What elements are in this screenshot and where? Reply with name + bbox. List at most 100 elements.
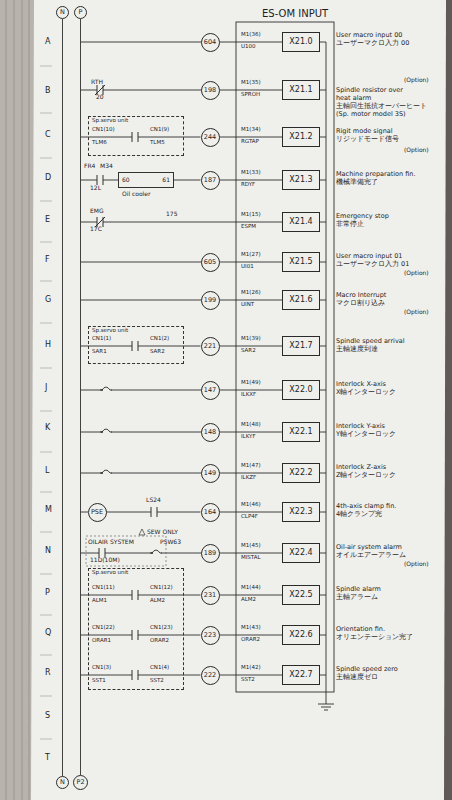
- wire: [220, 512, 283, 513]
- node-text: Sp.servo unit: [92, 118, 128, 124]
- input-box: X21.3: [282, 170, 320, 190]
- node-text: 198: [204, 87, 216, 94]
- description-text: ユーザーマクロ入力 01: [336, 260, 409, 268]
- node-text: Sp.servo unit: [92, 328, 128, 334]
- label-text: (Option): [404, 561, 429, 567]
- input-box: X21.7: [282, 336, 320, 356]
- description-text: ユーザーマクロ入力 00: [336, 39, 409, 47]
- label-text: RDYF: [241, 182, 255, 188]
- wire: [220, 675, 283, 676]
- label-text: M1(42): [241, 665, 261, 671]
- label-text: ESPM: [241, 224, 256, 230]
- node-text: X22.7: [289, 671, 312, 679]
- description-text: 4th-axis clamp fin.: [336, 502, 396, 510]
- node-text: Sp.servo unit: [92, 570, 128, 576]
- terminal-circle: P: [74, 6, 87, 19]
- input-box: X22.4: [282, 543, 320, 563]
- label-text: (Option): [404, 147, 429, 153]
- label-text: F: [45, 256, 50, 264]
- label-text: UINT: [241, 302, 254, 308]
- node-text: 223: [204, 632, 216, 639]
- node-text: P: [79, 9, 83, 16]
- description-column: User macro input 00ユーザーマクロ入力 00: [336, 31, 409, 47]
- description-column: Interlock Z-axisZ軸インターロック: [336, 463, 396, 479]
- description-text: 非常停止: [336, 220, 389, 228]
- terminal-circle: 198: [201, 81, 220, 100]
- node-text: N: [60, 9, 65, 16]
- input-box: X22.2: [282, 463, 320, 483]
- wire: [184, 346, 201, 347]
- label-text: UI01: [241, 264, 254, 270]
- label-text: SAR2: [150, 349, 165, 355]
- terminal-circle: 189: [201, 544, 220, 563]
- label-text: ILKYF: [241, 434, 256, 440]
- label-text: RGTAP: [241, 139, 259, 145]
- label-text: ALM2: [150, 598, 165, 604]
- description-text: Rigit mode signal: [336, 127, 399, 135]
- terminal-circle: 223: [201, 626, 220, 645]
- label-text: ILKZF: [241, 475, 256, 481]
- wire: [220, 42, 283, 43]
- description-column: Spindle speed zero主軸速度ゼロ: [336, 665, 398, 681]
- diagram-title: ES-OM INPUT: [262, 9, 328, 19]
- description-text: User macro input 01: [336, 252, 409, 260]
- label-text: M1(47): [241, 463, 261, 469]
- label-text: H: [45, 341, 51, 349]
- description-column: Machine preparation fin.機械準備完了: [336, 170, 416, 186]
- description-text: heat alarm: [336, 94, 427, 102]
- wire: [184, 675, 201, 676]
- description-text: (Sp. motor model 3S): [336, 110, 427, 118]
- terminal-circle: 605: [201, 253, 220, 272]
- terminal-circle: N: [56, 6, 69, 19]
- label-text: SPROH: [241, 92, 260, 98]
- description-column: Spindle speed arrival主軸速度到達: [336, 337, 405, 353]
- label-text: (Option): [404, 77, 429, 83]
- wire: [220, 432, 283, 433]
- node-text: 149: [204, 470, 216, 477]
- description-text: Spindle alarm: [336, 585, 381, 593]
- wire: [62, 19, 63, 776]
- label-text: M1(43): [241, 625, 261, 631]
- label-text: SST1: [92, 678, 106, 684]
- label-text: M1(34): [241, 127, 261, 133]
- label-text: S: [45, 712, 50, 720]
- terminal-circle: 604: [201, 33, 220, 52]
- description-column: Interlock Y-axisY軸インターロック: [336, 422, 396, 438]
- label-text: ILKXF: [241, 392, 256, 398]
- wire: [220, 90, 283, 91]
- description-column: Emergency stop非常停止: [336, 212, 389, 228]
- label-text: ORAR2: [241, 637, 260, 643]
- wire: [184, 595, 201, 596]
- description-text: Interlock X-axis: [336, 380, 396, 388]
- label-text: RTH: [91, 79, 103, 85]
- wire: [220, 595, 283, 596]
- node-text: 148: [204, 429, 216, 436]
- node-text: N: [60, 779, 65, 786]
- wire-label: LS24: [145, 497, 162, 503]
- description-column: User macro input 01ユーザーマクロ入力 01: [336, 252, 409, 268]
- input-box: X21.0: [282, 32, 320, 52]
- label-text: E: [45, 216, 50, 224]
- wire: [220, 473, 283, 474]
- label-text: SEW ONLY: [147, 529, 178, 535]
- wire: [220, 137, 283, 138]
- wire: [220, 300, 283, 301]
- label-text: M1(49): [241, 380, 261, 386]
- input-box: X22.0: [282, 380, 320, 400]
- label-text: ALM2: [241, 597, 256, 603]
- wire: [220, 635, 283, 636]
- label-text: M: [45, 506, 52, 514]
- label-text: C: [45, 131, 51, 139]
- label-text: M1(46): [241, 502, 261, 508]
- node-text: 199: [204, 297, 216, 304]
- description-text: Emergency stop: [336, 212, 389, 220]
- label-text: M1(36): [241, 32, 261, 38]
- description-column: Interlock X-axisX軸インターロック: [336, 380, 396, 396]
- node-text: X22.2: [289, 469, 312, 477]
- description-text: Y軸インターロック: [336, 430, 396, 438]
- node-text: X21.3: [289, 176, 312, 184]
- label-text: (Option): [404, 309, 429, 315]
- node-text: X22.6: [289, 631, 312, 639]
- terminal-circle: 244: [201, 128, 220, 147]
